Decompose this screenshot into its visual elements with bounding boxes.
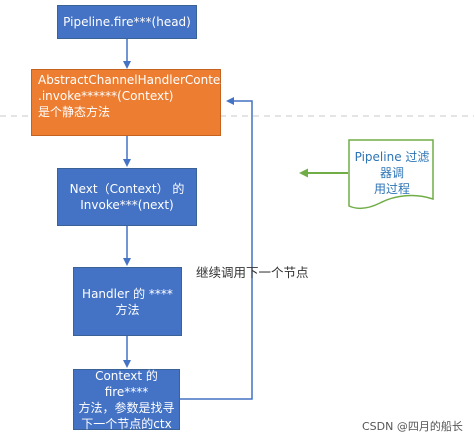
node-handler-method-label: Handler 的 **** 方法: [82, 286, 173, 317]
note-shape: [348, 139, 434, 210]
node-pipeline-fire-label: Pipeline.fire***(head): [63, 15, 191, 29]
loop-back-arrow: [180, 97, 253, 400]
loop-label: 继续调用下一个节点: [196, 265, 309, 280]
node-handler-method: Handler 的 **** 方法: [73, 267, 182, 336]
node-next-invoke: Next（Context） 的 Invoke***(next): [57, 168, 197, 226]
node-pipeline-fire: Pipeline.fire***(head): [57, 5, 197, 39]
node-context-fire-label: Context 的 fire**** 方法，参数是找寻 下一个节点的ctx: [78, 368, 175, 431]
node-next-invoke-label: Next（Context） 的 Invoke***(next): [69, 182, 185, 212]
note-text: Pipeline 过滤器调 用过程: [354, 150, 430, 196]
node-context-fire: Context 的 fire**** 方法，参数是找寻 下一个节点的ctx: [73, 368, 180, 431]
node-context-invoke: AbstractChannelHandlerContext .invoke***…: [31, 69, 232, 136]
node-context-invoke-label: AbstractChannelHandlerContext .invoke***…: [38, 73, 232, 119]
watermark: CSDN @四月的船长: [362, 420, 463, 433]
